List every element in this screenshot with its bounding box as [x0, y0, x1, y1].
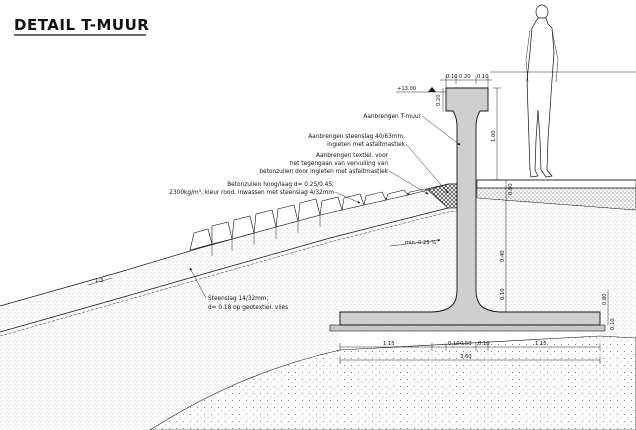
label-textile-1: Aanbrengen textiel, voor	[316, 153, 389, 159]
right-vertical-dimensions: 1.00 0.40 0.80 0.10 0.80 0.10	[491, 87, 616, 330]
dim-stem: 1.00	[491, 130, 497, 142]
leader-t-wall	[421, 115, 461, 146]
person-figure	[525, 4, 559, 178]
dim-base-left: 1.15	[383, 341, 395, 347]
dim-flange: 0.10	[500, 288, 506, 300]
dim-base-total: 3.60	[460, 354, 472, 360]
subsoil-fill	[149, 335, 636, 430]
level-marker: +13.00	[396, 86, 446, 93]
level-mark-label: +13.00	[397, 86, 416, 92]
leader-textile	[388, 170, 429, 195]
dim-base-right: 1.15	[535, 341, 547, 347]
label-slope-ratio: 1:3	[95, 278, 103, 284]
pavement-gravel-layer	[476, 187, 636, 211]
leader-gravel	[405, 143, 449, 194]
label-gradient: min. 0.25 %	[405, 240, 436, 246]
dim-foot: 0.10	[610, 318, 616, 330]
dim-cap: 0.20	[436, 94, 442, 106]
dim-base-mid-3: 0.10	[478, 341, 490, 347]
dim-base-mid-2: 0.50	[460, 341, 472, 347]
slope-ratio-line	[87, 277, 113, 286]
blinding-layer	[329, 324, 606, 332]
base-dimensions: 1.15 0.10 0.50 0.10 1.15 3.60	[339, 341, 601, 364]
dim-top-1: 0.10	[446, 74, 458, 80]
cap-dimension: 0.20	[436, 88, 444, 111]
backfill-fill	[477, 198, 636, 338]
dim-base-h: 0.80	[602, 293, 608, 305]
column-joints	[211, 215, 321, 256]
concrete-columns	[189, 188, 429, 251]
leader-sub	[189, 267, 207, 299]
dim-top-2: 0.20	[459, 74, 471, 80]
label-sub-2: d= 0.18 op geotextiel, vlies	[208, 305, 288, 311]
drawing-title: DETAIL T-MUUR	[14, 16, 149, 34]
label-textile-2: het tegengaan van vervuiling van	[290, 161, 388, 167]
top-dimension: 0.10 0.20 0.10	[440, 74, 492, 90]
label-t-wall: Aanbrengen T-muur	[363, 114, 421, 120]
label-columns-2: 2300kg/m³, kleur rood, inwassen met stee…	[169, 189, 334, 196]
label-gravel-2: ingieten met asfaltmastiek	[327, 142, 406, 148]
pavement-top-layer	[476, 179, 636, 189]
label-textile-3: betonzuilen door ingieten met asfaltmast…	[259, 169, 388, 175]
label-sub-1: Steenslag 14/32mm;	[208, 296, 268, 302]
dike-body-fill	[0, 186, 457, 430]
label-columns-1: Betonzuilen hoog/laag d= 0.25/0.45;	[227, 182, 334, 188]
geotextile-line	[0, 210, 458, 337]
leader-columns	[334, 191, 361, 204]
dim-top-3: 0.10	[477, 74, 489, 80]
dim-base-mid-1: 0.10	[448, 341, 460, 347]
gradient-arrow	[389, 238, 441, 247]
dim-backfill: 0.80	[508, 183, 514, 195]
dim-lower: 0.40	[500, 250, 506, 262]
label-gravel-1: Aanbrengen steenslag 40/63mm,	[308, 134, 405, 140]
t-wall-section	[339, 87, 601, 326]
